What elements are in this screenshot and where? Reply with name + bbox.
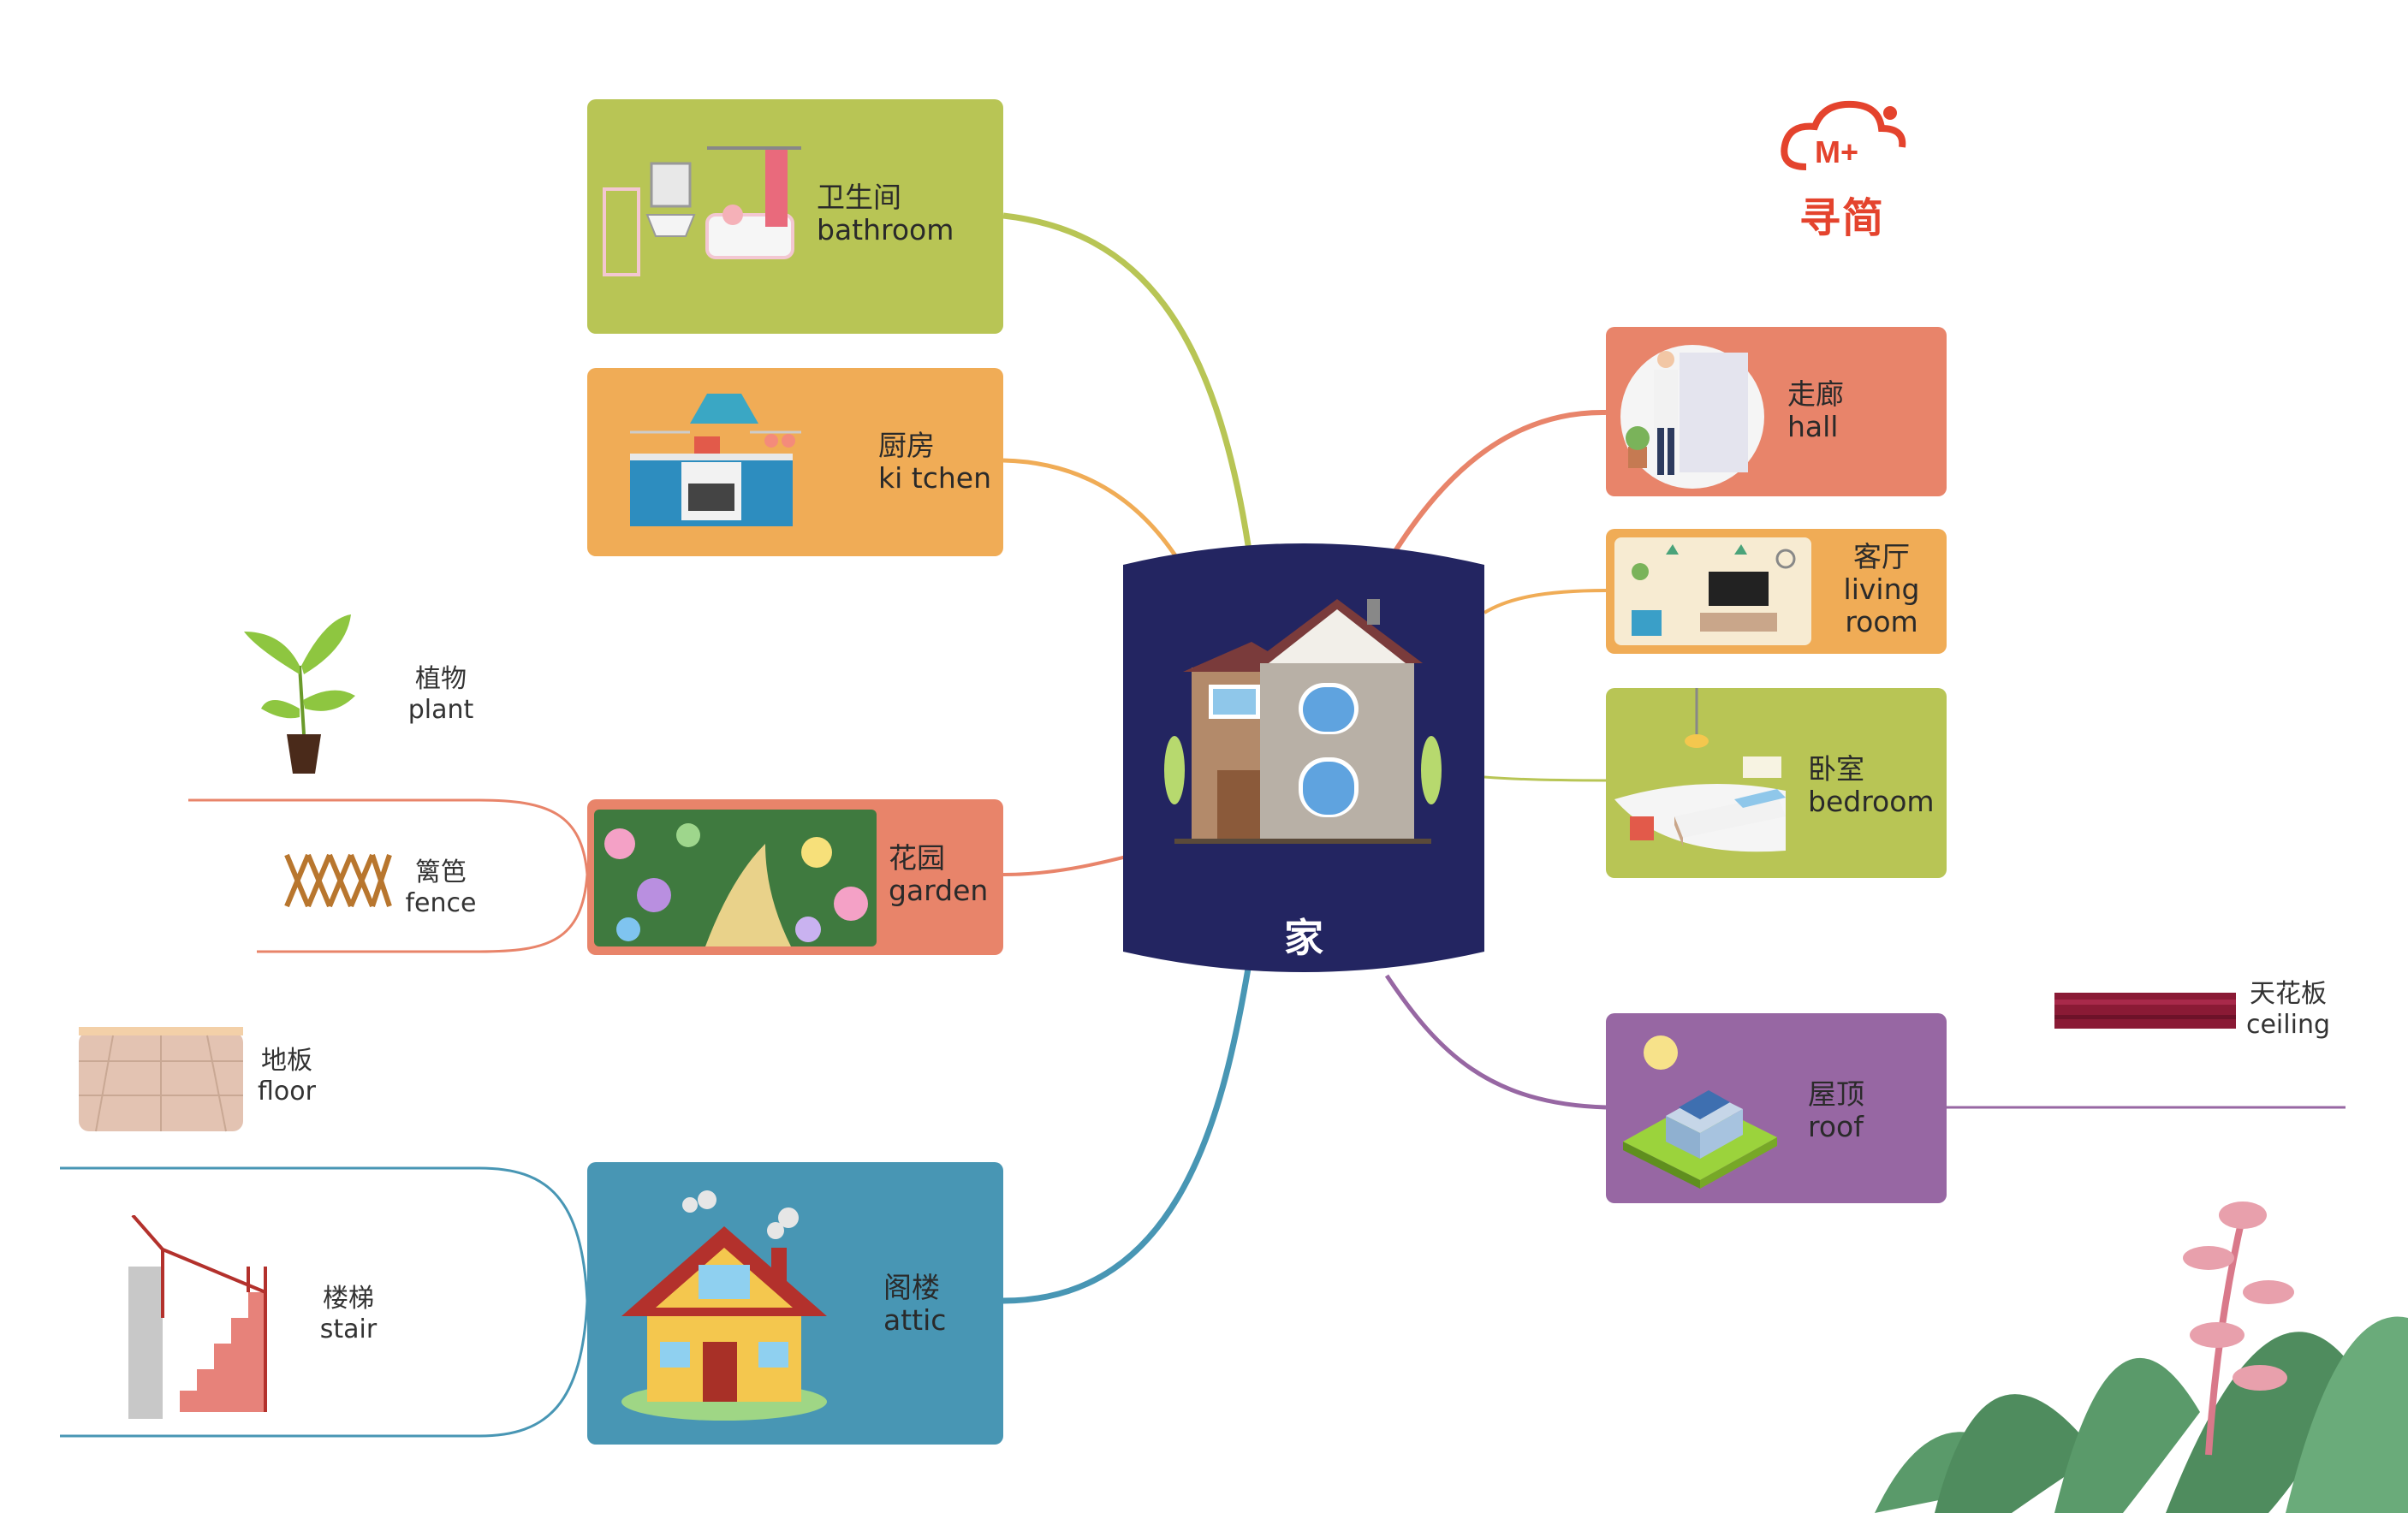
garden-icon bbox=[594, 810, 877, 946]
roof-label-zh: 屋顶 bbox=[1808, 1077, 1864, 1111]
kitchen-label-zh: 厨房 bbox=[878, 429, 935, 462]
link-floor bbox=[60, 1166, 589, 1302]
branch-roof[interactable]: 屋顶 roof bbox=[1606, 1013, 1947, 1203]
roof-label-en: roof bbox=[1808, 1110, 1864, 1143]
hall-icon bbox=[1620, 345, 1764, 489]
link-fence bbox=[257, 874, 589, 953]
leaf-ceiling-zh: 天花板 bbox=[2250, 979, 2327, 1009]
plant-icon bbox=[244, 614, 355, 774]
attic-icon bbox=[621, 1190, 827, 1421]
center-card-shape bbox=[1123, 543, 1484, 972]
hall-label-en: hall bbox=[1787, 410, 1839, 443]
link-kitchen bbox=[1002, 458, 1184, 567]
link-living bbox=[1483, 589, 1607, 614]
branch-garden[interactable]: 花园 garden bbox=[587, 799, 1003, 955]
kitchen-label-en: ki tchen bbox=[878, 461, 991, 495]
leaf-stair-zh: 楼梯 bbox=[323, 1284, 374, 1314]
link-hall bbox=[1384, 409, 1607, 567]
logo-text: 寻简 bbox=[1799, 194, 1886, 242]
floor-icon bbox=[79, 1027, 243, 1132]
leaf-plant-zh: 植物 bbox=[415, 664, 467, 694]
center-node[interactable]: 家 bbox=[1123, 539, 1484, 977]
bathroom-icon bbox=[603, 146, 801, 276]
link-roof bbox=[1384, 974, 1607, 1110]
leaf-fence-en: fence bbox=[405, 888, 477, 918]
link-stair bbox=[60, 1300, 589, 1438]
living-room-icon bbox=[1614, 537, 1811, 645]
living-label-zh: 客厅 bbox=[1853, 540, 1910, 573]
garden-label-zh: 花园 bbox=[889, 841, 945, 875]
link-garden bbox=[1002, 854, 1131, 876]
leaf-ceiling-en: ceiling bbox=[2245, 1010, 2330, 1040]
branch-living[interactable]: 客厅 living room bbox=[1606, 529, 1947, 654]
hall-label-zh: 走廊 bbox=[1787, 377, 1844, 411]
ceiling-icon bbox=[2054, 993, 2236, 1029]
leaf-fence-zh: 篱笆 bbox=[415, 857, 467, 887]
link-plant bbox=[188, 798, 589, 875]
roof-icon bbox=[1623, 1035, 1777, 1189]
brand-logo: M+ 寻简 bbox=[1781, 94, 1909, 248]
logo-mark: M+ bbox=[1815, 134, 1858, 169]
center-title: 家 bbox=[1284, 915, 1323, 961]
leaf-floor-zh: 地板 bbox=[261, 1046, 312, 1076]
branch-hall[interactable]: 走廊 hall bbox=[1606, 327, 1947, 496]
leaf-stair-en: stair bbox=[319, 1314, 378, 1344]
house-icon bbox=[1164, 599, 1442, 844]
link-bedroom bbox=[1483, 775, 1607, 782]
living-label-en: living room bbox=[1843, 573, 1920, 638]
bedroom-label-en: bedroom bbox=[1808, 785, 1935, 818]
leaf-plant-en: plant bbox=[407, 695, 474, 725]
bedroom-label-zh: 卧室 bbox=[1808, 752, 1864, 786]
attic-label-en: attic bbox=[883, 1303, 947, 1337]
garden-label-en: garden bbox=[889, 874, 989, 907]
cloud-logo-icon: M+ bbox=[1781, 100, 1906, 170]
kitchen-icon bbox=[630, 394, 801, 526]
branch-bathroom[interactable]: 卫生间 bathroom bbox=[587, 99, 1003, 334]
decorative-plant-icon bbox=[1875, 1202, 2408, 1513]
link-attic bbox=[1002, 958, 1253, 1304]
bathroom-label-zh: 卫生间 bbox=[817, 181, 901, 214]
link-bathroom bbox=[1002, 212, 1253, 557]
fence-icon bbox=[284, 853, 392, 908]
bathroom-label-en: bathroom bbox=[817, 213, 954, 246]
branch-attic[interactable]: 阁楼 attic bbox=[587, 1162, 1003, 1445]
branch-bedroom[interactable]: 卧室 bedroom bbox=[1606, 688, 1947, 878]
stair-icon bbox=[128, 1215, 267, 1419]
bedroom-icon bbox=[1614, 688, 1786, 852]
leaf-floor-en: floor bbox=[258, 1077, 316, 1107]
branch-kitchen[interactable]: 厨房 ki tchen bbox=[587, 368, 1003, 556]
attic-label-zh: 阁楼 bbox=[883, 1271, 940, 1304]
